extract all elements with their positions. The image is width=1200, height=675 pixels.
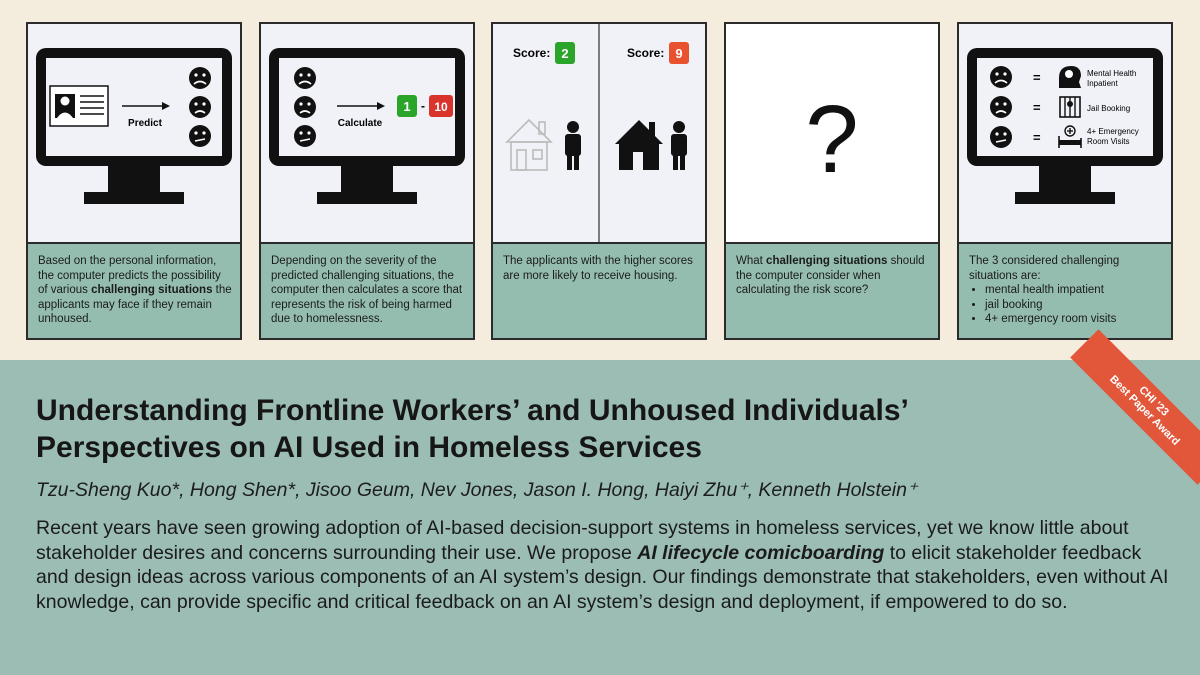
jail-booking-label: Jail Booking — [1087, 104, 1130, 113]
score-label-high: Score: — [627, 46, 664, 60]
question-mark-icon: ? — [805, 86, 858, 193]
inpatient-label: Inpatient — [1087, 79, 1118, 88]
comic-panel-question: ? What challenging situations should the… — [724, 22, 940, 340]
person-icon — [565, 121, 581, 170]
list-item: mental health impatient — [985, 283, 1163, 298]
panel-caption: Based on the personal information, the c… — [28, 242, 240, 338]
jail-bars-icon — [1059, 96, 1081, 118]
calculate-label: Calculate — [338, 118, 383, 129]
question-illustration: ? — [805, 86, 858, 193]
comic-panel-predict: Predict Based on the personal informatio… — [26, 22, 242, 340]
score-comparison-illustration: Score: 2 Score: 9 — [505, 24, 689, 242]
monitor-situations-illustration: = = = Mental Health Inpatient Jail Booki… — [967, 48, 1163, 204]
sad-face-icon — [294, 96, 316, 118]
panel-caption: The applicants with the higher scores ar… — [493, 242, 705, 338]
frown-face-icon — [294, 67, 316, 89]
paper-info-section — [0, 360, 1200, 675]
score-high-badge — [429, 95, 453, 117]
hospital-bed-icon — [1058, 125, 1082, 148]
person-icon — [671, 121, 687, 170]
sad-face-icon — [189, 96, 211, 118]
paper-title: Understanding Frontline Workers’ and Unh… — [36, 392, 1116, 466]
score-badge-red — [669, 42, 689, 64]
paper-authors: Tzu-Sheng Kuo*, Hong Shen*, Jisoo Geum, … — [36, 479, 918, 501]
paper-title-line: Perspectives on AI Used in Homeless Serv… — [36, 431, 702, 464]
id-card-icon — [49, 85, 109, 127]
uneasy-face-icon — [294, 125, 316, 147]
arrow-right-icon — [122, 102, 170, 110]
equals-sign: = — [1033, 70, 1041, 85]
frown-face-icon — [189, 67, 211, 89]
score-high-value: 10 — [434, 100, 448, 114]
paper-abstract: Recent years have seen growing adoption … — [36, 517, 1169, 613]
score-range-dash: - — [421, 99, 425, 113]
panel-caption: What challenging situations should the c… — [726, 242, 938, 338]
caption-intro: The 3 considered challenging situations … — [969, 255, 1120, 282]
arrow-right-icon — [337, 102, 385, 110]
panel-caption: Depending on the severity of the predict… — [261, 242, 473, 338]
uneasy-face-icon — [189, 125, 211, 147]
score-badge-green — [555, 42, 575, 64]
uneasy-face-icon — [990, 126, 1012, 148]
comic-panel-situations: = = = Mental Health Inpatient Jail Booki… — [957, 22, 1173, 340]
comic-panel-scores: Score: 2 Score: 9 — [491, 22, 707, 340]
comic-panel-calculate: Calculate 1 - 10 Depending on the severi… — [259, 22, 475, 340]
score-value-high: 9 — [675, 46, 682, 61]
equals-sign: = — [1033, 100, 1041, 115]
house-filled-icon — [615, 120, 663, 170]
method-emphasis: AI lifecycle comicboarding — [637, 541, 885, 564]
score-low-badge — [397, 95, 417, 117]
panel-caption: The 3 considered challenging situations … — [959, 242, 1171, 338]
sad-face-icon — [990, 96, 1012, 118]
score-label-low: Score: — [513, 46, 550, 60]
house-outline-icon — [505, 118, 553, 171]
score-low-value: 1 — [403, 99, 410, 114]
predict-label: Predict — [128, 118, 163, 129]
frown-face-icon — [990, 66, 1012, 88]
room-visits-label: Room Visits — [1087, 137, 1130, 146]
emergency-label: 4+ Emergency — [1087, 127, 1139, 136]
monitor-calculate-illustration: Calculate 1 - 10 — [269, 48, 465, 204]
monitor-predict-illustration: Predict — [36, 48, 232, 204]
situations-list: mental health impatient jail booking 4+ … — [969, 283, 1163, 327]
paper-title-line: Understanding Frontline Workers’ and Unh… — [36, 394, 909, 427]
head-brain-icon — [1059, 66, 1081, 88]
score-value-low: 2 — [561, 46, 568, 61]
mental-health-label: Mental Health — [1087, 69, 1136, 78]
equals-sign: = — [1033, 130, 1041, 145]
list-item: jail booking — [985, 298, 1163, 313]
list-item: 4+ emergency room visits — [985, 312, 1163, 327]
